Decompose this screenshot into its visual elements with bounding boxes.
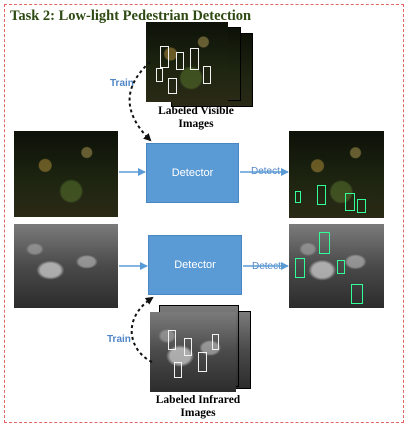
detection-box: [357, 199, 366, 213]
infrared-output-image: [289, 224, 384, 308]
detection-box: [319, 232, 330, 254]
label-box: [168, 78, 177, 94]
visible-caption-line1: Labeled Visible: [158, 105, 234, 117]
detection-box: [351, 284, 363, 304]
label-box: [174, 362, 182, 378]
detector-bottom-box: Detector: [148, 235, 242, 295]
detection-box: [337, 260, 345, 274]
label-box: [184, 338, 192, 356]
detection-box: [345, 193, 355, 211]
infrared-stack-front-image: [150, 312, 236, 392]
train-top-label: Train: [110, 78, 134, 89]
visible-caption-line2: Images: [178, 118, 214, 130]
label-box: [160, 46, 169, 68]
diagram-title: Task 2: Low-light Pedestrian Detection: [10, 8, 252, 24]
detect-top-label: Detect: [251, 166, 280, 177]
label-box: [190, 48, 199, 70]
train-bottom-label: Train: [107, 334, 131, 345]
label-box: [168, 330, 176, 350]
infrared-caption-line2: Images: [180, 407, 216, 419]
label-box: [156, 68, 163, 82]
dashed-border-frame: [4, 4, 404, 423]
visible-input-image: [14, 131, 118, 217]
label-box: [203, 66, 211, 84]
detector-top-label: Detector: [171, 167, 214, 179]
detection-box: [295, 258, 305, 278]
visible-images-caption: Labeled Visible Images: [140, 105, 252, 131]
detector-top-box: Detector: [146, 143, 239, 203]
infrared-images-caption: Labeled Infrared Images: [136, 394, 260, 420]
visible-output-image: [289, 131, 384, 218]
detect-bottom-label: Detect: [252, 261, 281, 272]
detection-box: [317, 185, 326, 205]
label-box: [176, 52, 184, 70]
detection-box: [295, 191, 301, 203]
visible-stack-front-image: [146, 22, 228, 102]
detector-bottom-label: Detector: [174, 259, 216, 271]
infrared-caption-line1: Labeled Infrared: [155, 394, 241, 406]
label-box: [198, 352, 207, 372]
label-box: [212, 334, 219, 350]
infrared-input-image: [14, 224, 118, 308]
